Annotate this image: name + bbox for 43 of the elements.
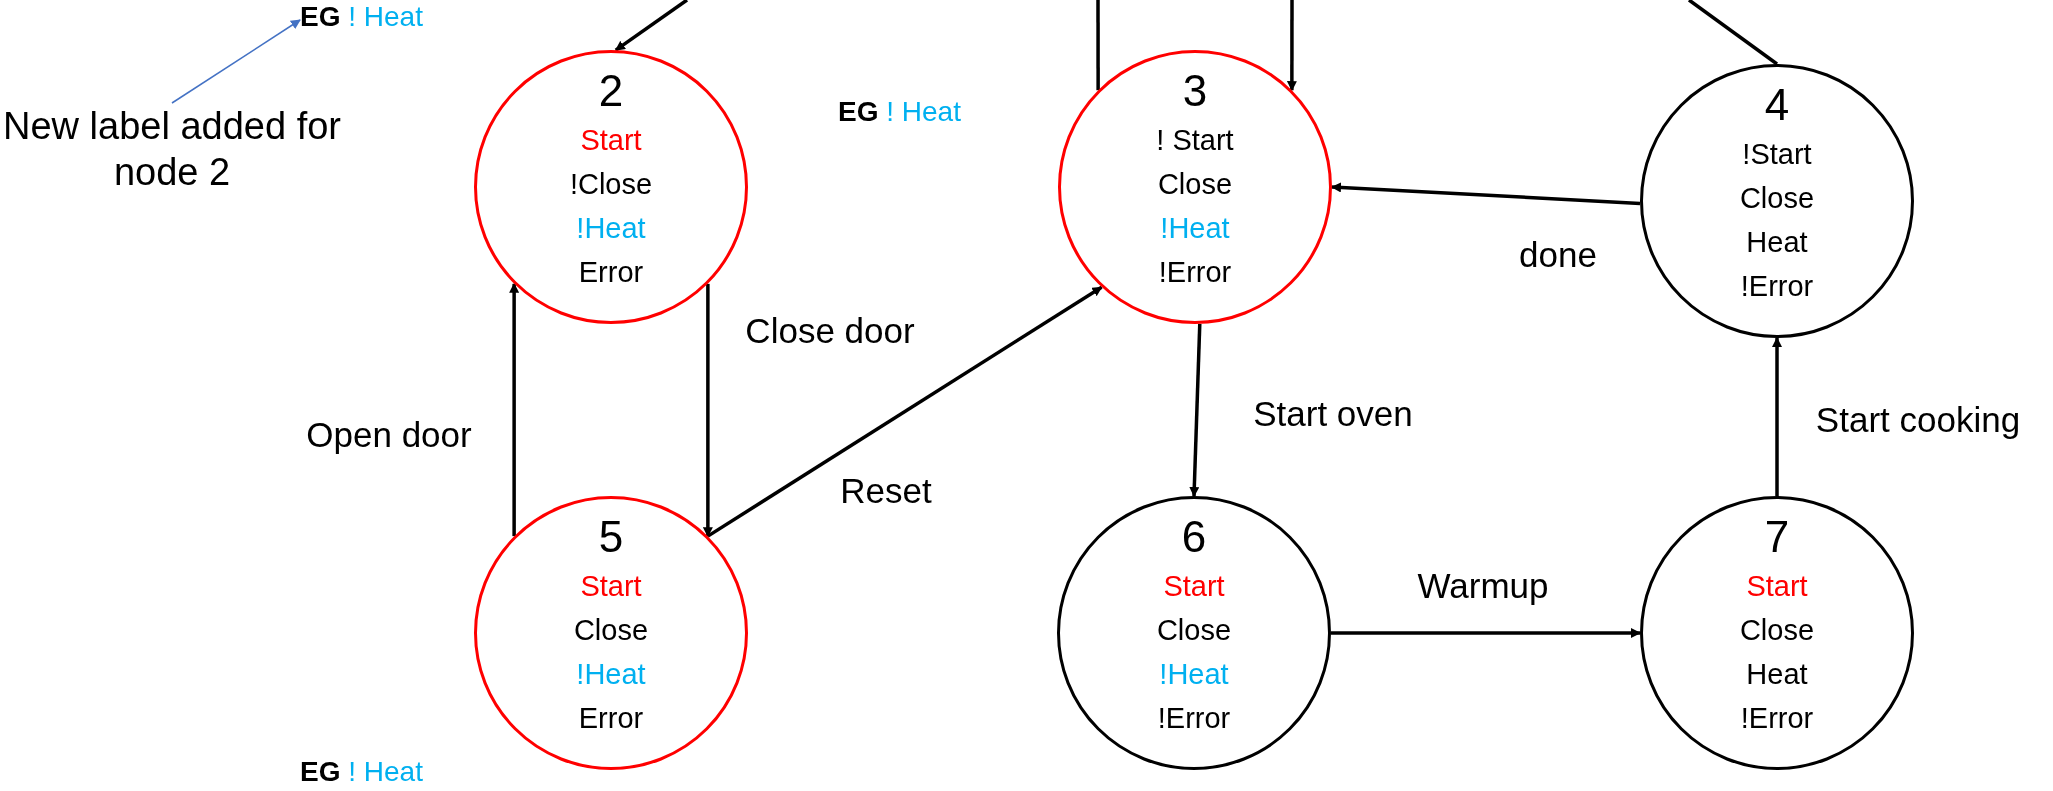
formula-label: EG ! Heat [300,755,423,789]
note-text: New label added for node 2 [2,103,342,195]
state-number: 7 [1764,511,1790,563]
state-variable: !Close [569,167,653,202]
state-variable: Heat [1746,225,1808,260]
state-variable: Error [578,255,644,290]
state-number: 5 [598,511,624,563]
arrow [1331,628,1641,638]
state-variable: Close [1157,167,1233,202]
state-variable: Error [578,701,644,736]
formula-label: EG ! Heat [838,95,961,129]
state-variable: Close [1739,181,1815,216]
state-variable: !Start [1742,137,1812,172]
arrow [706,285,1103,538]
state-number: 4 [1764,79,1790,131]
arrow [1286,0,1297,92]
state-variable: Heat [1746,657,1808,692]
state-number: 2 [598,65,624,117]
arrow [1331,182,1641,206]
state-variable: Start [1163,569,1225,604]
state-variable: !Heat [576,657,646,692]
state-variable: Close [1739,613,1815,648]
state-variable: !Heat [576,211,646,246]
state-number: 6 [1181,511,1207,563]
state-variable: Start [580,123,642,158]
state-variable: !Error [1157,701,1231,736]
state-variable: Close [573,613,649,648]
state-variable: !Error [1158,255,1232,290]
arrow [614,0,688,52]
state-variable: !Heat [1160,211,1230,246]
state-variable: !Error [1740,269,1814,304]
arrow [1189,323,1202,497]
arrow [1772,337,1782,496]
state-variable: !Heat [1159,657,1229,692]
state-variable: Close [1156,613,1232,648]
arrow [509,282,520,537]
state-number: 3 [1182,65,1208,117]
state-variable: !Error [1740,701,1814,736]
state-variable: Start [580,569,642,604]
state-variable: ! Start [1156,123,1234,158]
state-variable: Start [1746,569,1808,604]
leader-line [171,19,301,104]
formula-label: EG ! Heat [300,0,423,34]
